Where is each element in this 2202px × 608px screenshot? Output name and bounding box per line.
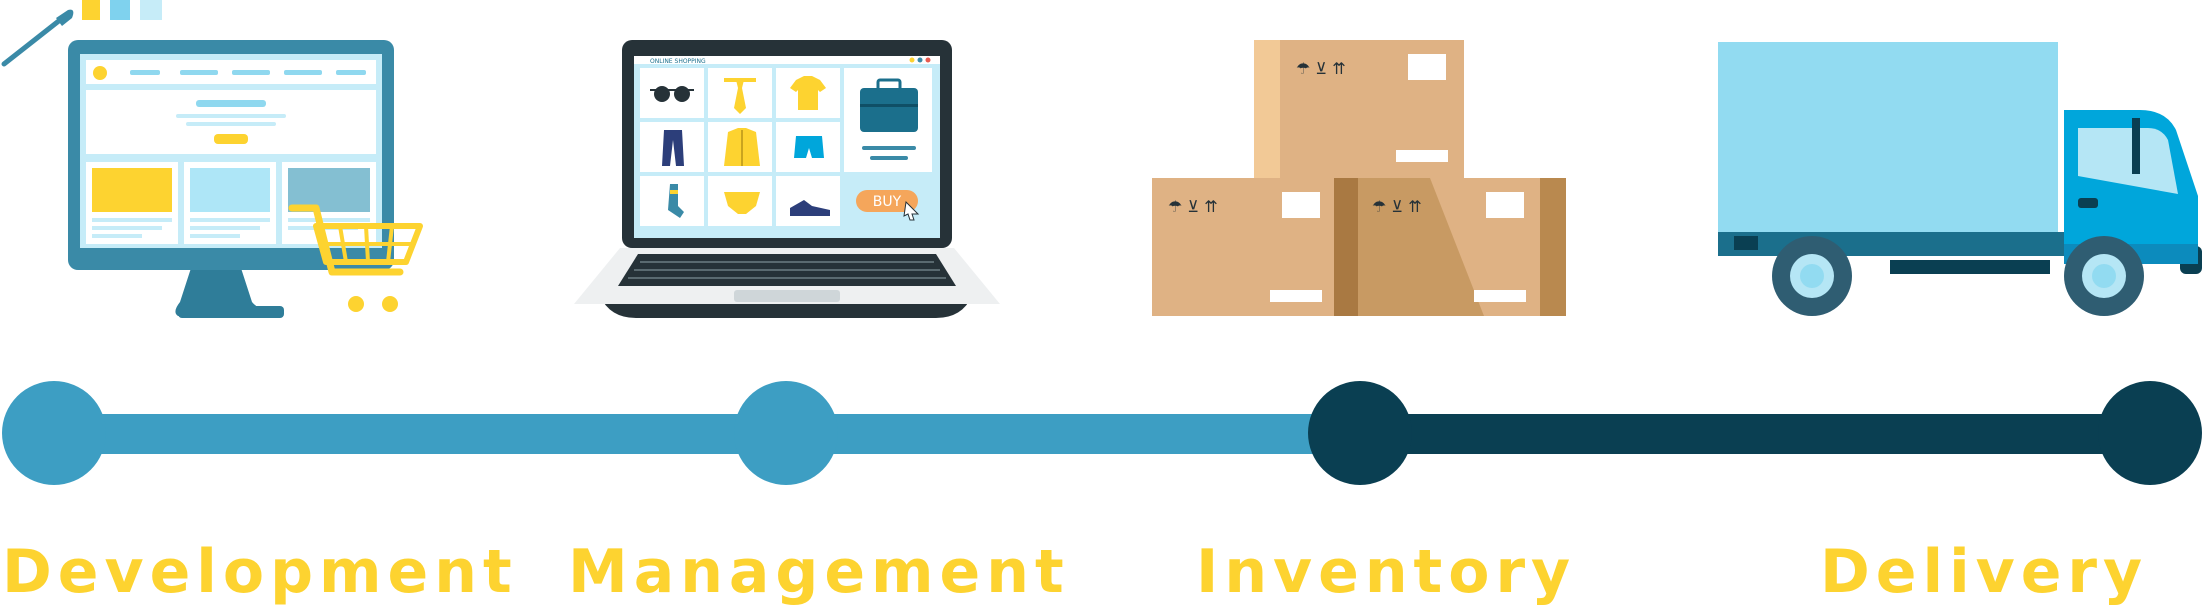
track-segment-completed bbox=[50, 414, 1360, 454]
laptop-icon: ONLINE SHOPPING bbox=[574, 40, 1000, 318]
stage-labels: Development Management Inventory Deliver… bbox=[2, 537, 2148, 607]
stage-marker-delivery bbox=[2098, 381, 2202, 485]
stage-label-management: Management bbox=[568, 537, 1070, 607]
svg-text:☂ ⊻ ⇈: ☂ ⊻ ⇈ bbox=[1168, 197, 1218, 216]
svg-text:☂ ⊻ ⇈: ☂ ⊻ ⇈ bbox=[1296, 59, 1346, 78]
stage-marker-inventory bbox=[1308, 381, 1412, 485]
buy-button: BUY bbox=[873, 194, 902, 210]
svg-text:☂ ⊻ ⇈: ☂ ⊻ ⇈ bbox=[1372, 197, 1422, 216]
paintbrush-icon bbox=[1, 9, 74, 67]
stage-label-inventory: Inventory bbox=[1196, 537, 1576, 607]
delivery-truck-icon bbox=[1718, 42, 2202, 316]
laptop-header-text: ONLINE SHOPPING bbox=[650, 58, 706, 65]
stage-label-development: Development bbox=[2, 537, 518, 607]
stage-marker-development bbox=[2, 381, 106, 485]
cardboard-boxes-icon: ☂ ⊻ ⇈ ☂ ⊻ ⇈ ☂ ⊻ ⇈ bbox=[1152, 40, 1566, 316]
desktop-monitor-icon bbox=[68, 0, 394, 318]
stage-marker-management bbox=[734, 381, 838, 485]
stage-label-delivery: Delivery bbox=[1820, 537, 2148, 607]
progress-timeline bbox=[2, 381, 2202, 485]
shopping-cart-icon bbox=[288, 204, 423, 312]
track-segment-current bbox=[1360, 414, 2160, 454]
